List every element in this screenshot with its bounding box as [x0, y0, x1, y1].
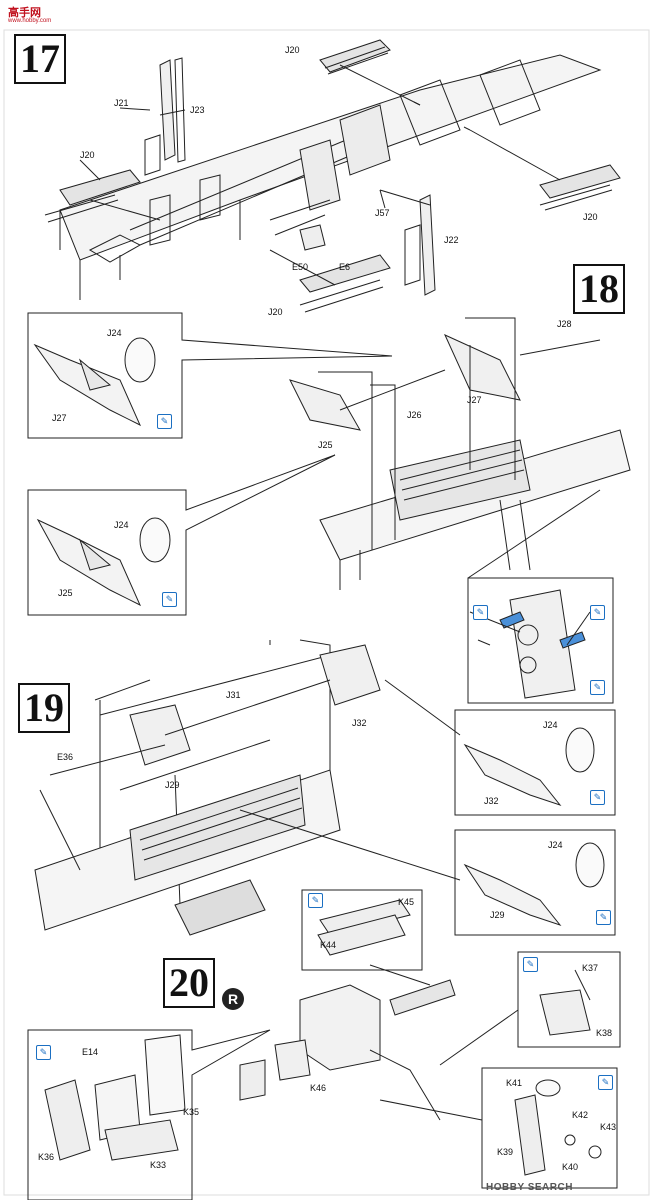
s20-k41-frame	[481, 1067, 618, 1189]
part-label: E14	[82, 1047, 99, 1057]
step18-drawing	[27, 312, 631, 704]
part-label: J20	[80, 150, 95, 160]
part-label: J26	[407, 410, 422, 420]
s18-inset1-frame	[27, 312, 393, 439]
part-label: J24	[114, 520, 129, 530]
part-label: J27	[52, 413, 67, 423]
part-label: J28	[557, 319, 572, 329]
part-label: J57	[375, 208, 390, 218]
watermark-url: www.hobby.com	[8, 18, 52, 24]
part-label: K35	[183, 1107, 200, 1117]
page-frame	[3, 29, 650, 1196]
paint-icon: ✎	[473, 605, 488, 620]
part-label: K43	[600, 1122, 617, 1132]
s20-k37-frame	[517, 951, 621, 1048]
s20-k44-frame	[301, 889, 423, 971]
part-label: E6	[339, 262, 351, 272]
step20-drawing	[27, 889, 621, 1200]
paint-icon: ✎	[523, 957, 538, 972]
s19-inset1-frame	[454, 709, 616, 816]
paint-icon: ✎	[162, 592, 177, 607]
watermark-top: 高手网	[8, 7, 41, 19]
step-20-r-badge: R	[222, 988, 244, 1010]
part-label: J20	[583, 212, 598, 222]
paint-icon: ✎	[590, 605, 605, 620]
part-label: K44	[320, 940, 337, 950]
watermark-bottom-right: HOBBY SEARCH	[486, 1182, 573, 1193]
part-label: K46	[310, 1083, 327, 1093]
step-17-number: 17	[14, 34, 66, 84]
part-label: K41	[506, 1078, 523, 1088]
s20-e14-frame	[27, 1029, 271, 1200]
step17-chassis-drawing	[44, 39, 621, 313]
part-label: J32	[352, 718, 367, 728]
paint-icon: ✎	[157, 414, 172, 429]
paint-icon: ✎	[308, 893, 323, 908]
part-label: J25	[318, 440, 333, 450]
part-label: K39	[497, 1147, 514, 1157]
part-label: K36	[38, 1152, 55, 1162]
part-label: J20	[268, 307, 283, 317]
paint-icon: ✎	[596, 910, 611, 925]
step-19-number: 19	[18, 683, 70, 733]
paint-icon: ✎	[36, 1045, 51, 1060]
part-label: K42	[572, 1110, 589, 1120]
part-label: K38	[596, 1028, 613, 1038]
part-label: J24	[548, 840, 563, 850]
paint-icon: ✎	[590, 680, 605, 695]
s18-inset3-frame	[467, 577, 614, 704]
part-label: J21	[114, 98, 129, 108]
s19-inset2-frame	[454, 829, 616, 936]
step-18-number: 18	[573, 264, 625, 314]
step-20-number: 20	[163, 958, 215, 1008]
part-label: J20	[285, 45, 300, 55]
part-label: K45	[398, 897, 415, 907]
part-label: K40	[562, 1162, 579, 1172]
part-label: K33	[150, 1160, 167, 1170]
part-label: K37	[582, 963, 599, 973]
part-label: E50	[292, 262, 309, 272]
part-label: J25	[58, 588, 73, 598]
part-label: J31	[226, 690, 241, 700]
part-label: E36	[57, 752, 74, 762]
part-label: J23	[190, 105, 205, 115]
paint-icon: ✎	[598, 1075, 613, 1090]
part-label: J27	[467, 395, 482, 405]
part-label: J32	[484, 796, 499, 806]
part-label: J24	[543, 720, 558, 730]
step19-drawing	[34, 639, 616, 936]
s18-inset2-frame	[27, 454, 336, 616]
paint-icon: ✎	[590, 790, 605, 805]
part-label: J29	[490, 910, 505, 920]
part-label: J29	[165, 780, 180, 790]
part-label: J22	[444, 235, 459, 245]
part-label: J24	[107, 328, 122, 338]
